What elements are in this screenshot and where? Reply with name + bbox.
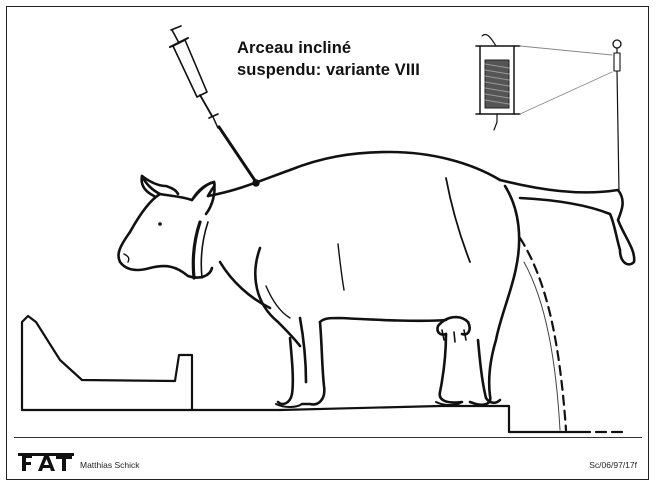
slide-code: Sc/06/97/17f [589,460,637,470]
title-line-2: suspendu: variante VIII [237,59,420,81]
title-line-1: Arceau incliné [237,37,420,59]
rear-curtain [520,238,566,430]
stall-floor [280,406,622,432]
feed-trough [22,316,280,410]
cow-drawing [118,152,634,407]
spring-mechanism [476,34,621,192]
footer-divider [14,437,642,438]
diagram-title: Arceau incliné suspendu: variante VIII [237,37,420,81]
fat-logo [18,453,74,471]
author-name: Matthias Schick [80,460,140,470]
